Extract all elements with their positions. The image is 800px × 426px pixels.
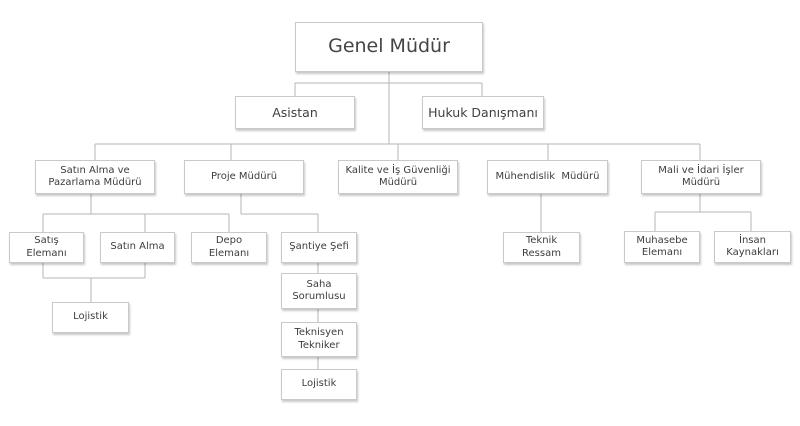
field-officer-box: Saha Sorumlusu [281, 273, 357, 309]
sales-staff-label: Satış Elemanı [26, 235, 67, 259]
hr-label: İnsan Kaynakları [726, 234, 779, 259]
legal-advisor-box: Hukuk Danışmanı [422, 96, 544, 129]
field-officer-label: Saha Sorumlusu [292, 278, 346, 303]
project-manager-box: Proje Müdürü [184, 160, 304, 194]
finance-manager-label: Mali ve İdari İşler Müdürü [658, 164, 744, 189]
drafter-box: Teknik Ressam [503, 232, 580, 263]
quality-manager-label: Kalite ve İş Güvenliği Müdürü [345, 164, 451, 189]
ceo-label: Genel Müdür [328, 35, 450, 58]
legal-advisor-label: Hukuk Danışmanı [428, 104, 538, 120]
purchasing-box: Satın Alma [100, 232, 175, 263]
assistant-box: Asistan [235, 96, 355, 129]
purchasing-manager-label: Satın Alma ve Pazarlama Müdürü [48, 164, 142, 189]
technician-box: Teknisyen Tekniker [281, 322, 357, 357]
logistics-project-box: Lojistik [281, 369, 357, 400]
drafter-label: Teknik Ressam [522, 235, 561, 259]
ceo-box: Genel Müdür [295, 22, 483, 72]
depot-staff-label: Depo Elemanı [208, 235, 250, 259]
engineering-manager-box: Mühendislik Müdürü [487, 160, 608, 194]
accountant-box: Muhasebe Elemanı [624, 231, 700, 263]
finance-manager-box: Mali ve İdari İşler Müdürü [641, 160, 761, 194]
engineering-manager-label: Mühendislik Müdürü [495, 170, 600, 182]
depot-staff-box: Depo Elemanı [191, 232, 267, 263]
site-chief-box: Şantiye Şefi [281, 232, 357, 263]
site-chief-label: Şantiye Şefi [289, 241, 349, 253]
purchasing-manager-box: Satın Alma ve Pazarlama Müdürü [35, 160, 155, 194]
quality-manager-box: Kalite ve İş Güvenliği Müdürü [338, 160, 458, 194]
assistant-label: Asistan [272, 104, 318, 120]
technician-label: Teknisyen Tekniker [294, 327, 344, 351]
project-manager-label: Proje Müdürü [210, 170, 278, 182]
hr-box: İnsan Kaynakları [714, 231, 791, 263]
logistics-purchasing-label: Lojistik [73, 311, 108, 323]
purchasing-label: Satın Alma [110, 241, 165, 253]
sales-staff-box: Satış Elemanı [9, 232, 84, 263]
accountant-label: Muhasebe Elemanı [636, 234, 688, 259]
logistics-purchasing-box: Lojistik [52, 302, 129, 333]
logistics-project-label: Lojistik [301, 378, 337, 390]
